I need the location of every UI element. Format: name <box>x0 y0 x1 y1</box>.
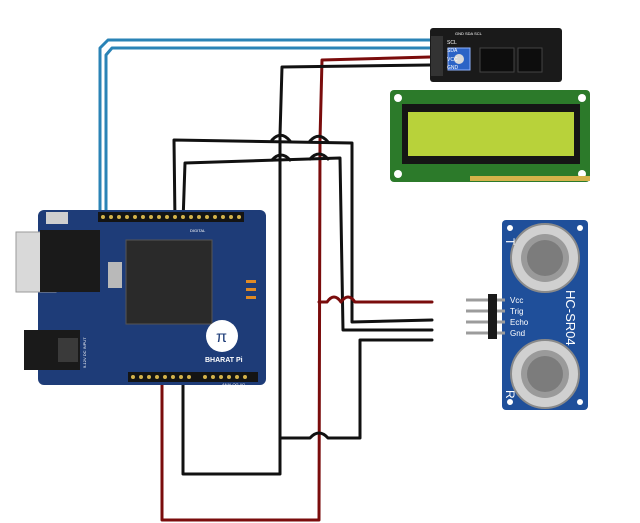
analog-label: ANALOG I/O <box>222 382 245 387</box>
wire-hop <box>308 134 330 144</box>
potentiometer-knob <box>454 54 464 64</box>
receiver-mesh <box>527 356 563 392</box>
lcd-pins <box>470 176 590 181</box>
crystal <box>108 262 122 288</box>
sensor-pin-vcc: Vcc <box>510 296 523 305</box>
sensor-pin-echo: Echo <box>510 318 529 327</box>
main-chip <box>125 239 213 325</box>
i2c-pin-sda: SDA <box>447 48 458 54</box>
sensor-pin-trig: Trig <box>510 307 523 316</box>
i2c-chip-2 <box>517 47 543 73</box>
sensor-hole <box>507 225 513 231</box>
transmitter-mesh <box>527 240 563 276</box>
wire-hop <box>270 133 292 143</box>
sensor-hole <box>577 399 583 405</box>
wire-echo <box>181 156 434 332</box>
wifi-module <box>40 230 100 292</box>
i2c-pin-scl: SCL <box>447 40 457 46</box>
wire-trig <box>172 138 434 324</box>
status-led <box>246 288 256 291</box>
i2c-chip <box>479 47 515 73</box>
header-bottom-pins <box>131 375 247 379</box>
sensor-r-label: R <box>503 390 517 399</box>
sensor-hole <box>507 399 513 405</box>
header-top-pins <box>101 215 241 219</box>
lcd-hole <box>394 94 402 102</box>
reset-button <box>46 212 68 224</box>
sensor-header-pins <box>466 298 505 335</box>
power-jack-inner <box>58 338 78 362</box>
lcd-16x2 <box>390 90 590 182</box>
header-top <box>98 212 244 222</box>
pi-symbol: π <box>216 329 227 346</box>
wire-lcd-vcc <box>160 55 432 522</box>
wire-sensor-vcc <box>317 295 434 304</box>
status-led <box>246 296 256 299</box>
wire-sda <box>104 46 432 217</box>
i2c-pin-vcc: VCC <box>447 57 458 63</box>
i2c-lcd-backpack: SCL SDA VCC GND GND SDA SCL <box>430 28 562 82</box>
india-map-logo <box>206 320 238 352</box>
board-brand: BHARAT Pi <box>205 357 243 364</box>
header-bottom <box>128 372 258 382</box>
i2c-pin-labels: SCL SDA VCC GND <box>447 40 459 71</box>
wires <box>98 38 434 522</box>
sensor-hole <box>577 225 583 231</box>
wire-hop <box>308 152 330 161</box>
i2c-pin-gnd: GND <box>447 65 459 71</box>
wire-sensor-gnd <box>279 338 434 440</box>
sensor-model: HC-SR04 <box>563 290 578 346</box>
bharat-pi-board: π BHARAT Pi DIGITAL ANALOG I/O 9-12V DC … <box>15 210 266 387</box>
sensor-t-label: T <box>503 238 517 246</box>
hc-sr04-sensor: T R HC-SR04 Vcc Trig Echo Gnd <box>466 220 588 410</box>
wire-scl <box>98 38 432 217</box>
wire-lcd-gnd <box>181 63 432 476</box>
i2c-top-text: GND SDA SCL <box>455 31 483 36</box>
lcd-hole <box>394 170 402 178</box>
sensor-pin-gnd: Gnd <box>510 329 525 338</box>
wire-hop <box>270 153 292 162</box>
sensor-header-block <box>488 294 497 339</box>
power-label: 9-12V DC INPUT <box>82 337 87 368</box>
lcd-hole <box>578 94 586 102</box>
status-led <box>246 280 256 283</box>
lcd-screen <box>408 112 574 156</box>
digital-label: DIGITAL <box>190 228 206 233</box>
i2c-header <box>431 36 443 76</box>
